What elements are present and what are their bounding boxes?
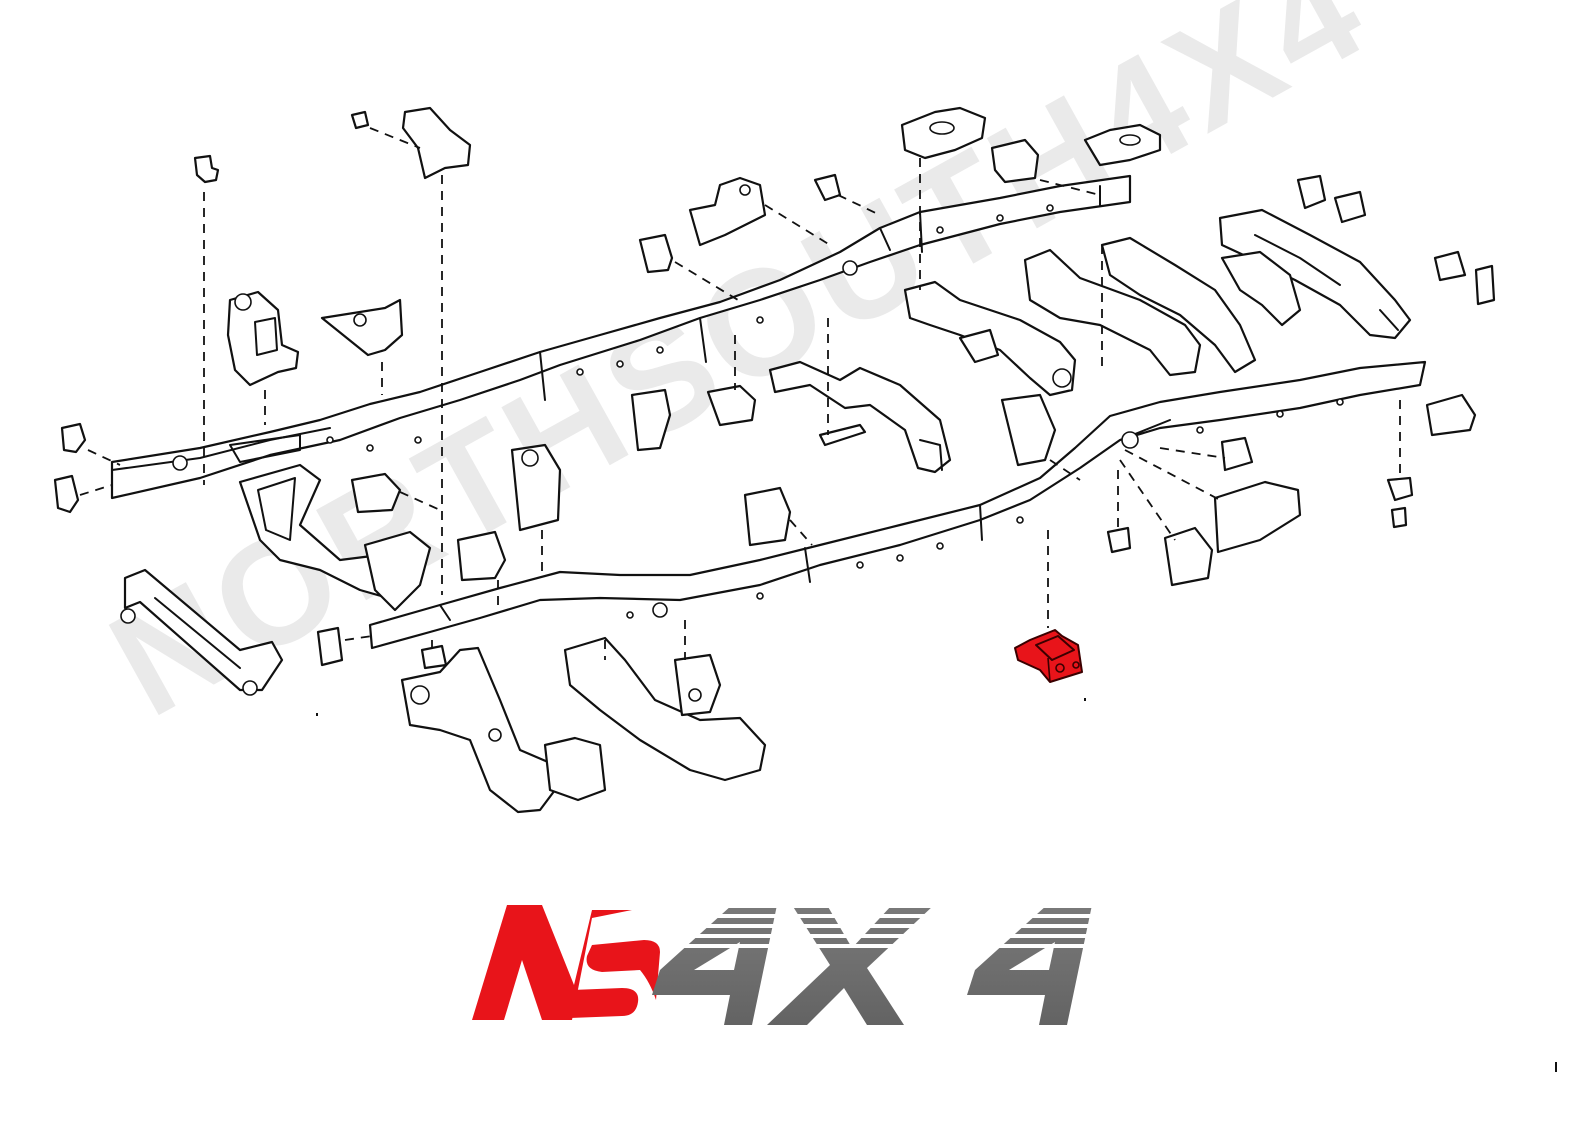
logo-ns-mark [472,905,660,1020]
watermark: NORTHSOUTH4X4 [84,0,1393,748]
logo-4x4-text [652,905,1092,1025]
rear-crossmember-a [1023,236,1257,377]
ns4x4-logo [472,905,1092,1025]
lower-frame-rail [368,360,1427,650]
rear-crossmember-c [1220,250,1302,327]
mid-crossmember-upper [768,360,952,474]
watermark-text: NORTHSOUTH4X4 [84,0,1393,748]
front-suspension-crossmember [238,463,432,612]
upper-frame-rail [110,174,1132,500]
front-crossmember [120,568,284,696]
leader-lines [79,127,1401,660]
transmission-crossmember [903,280,1077,397]
highlighted-bracket[interactable] [1014,629,1083,683]
small-brackets [53,106,1496,814]
edge-mark [1555,1062,1557,1072]
